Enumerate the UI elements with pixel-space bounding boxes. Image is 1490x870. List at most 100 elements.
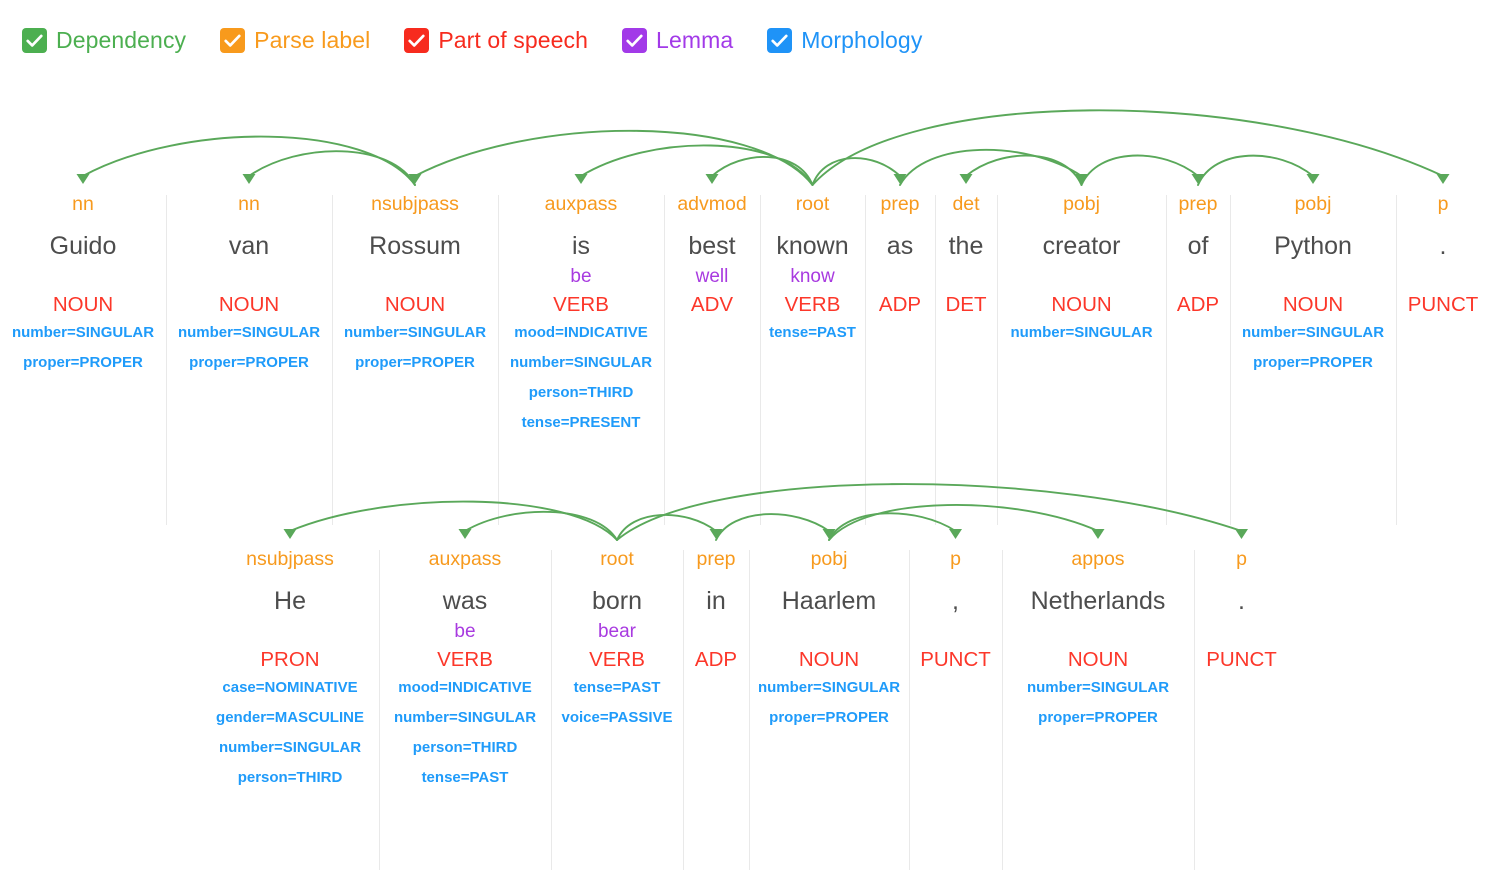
- token-part-of-speech: NOUN: [1067, 648, 1129, 671]
- token-part-of-speech: VERB: [437, 648, 493, 671]
- checkbox-checked-icon[interactable]: [220, 27, 246, 53]
- token-morphology-list: tense=PAST: [769, 325, 856, 355]
- token-word: was: [442, 587, 488, 615]
- token-word: .: [1238, 587, 1245, 615]
- column-divider: [865, 195, 866, 525]
- morphology-feature: person=THIRD: [528, 384, 634, 401]
- morphology-feature: number=SINGULAR: [218, 739, 362, 756]
- morphology-feature: number=SINGULAR: [343, 324, 487, 341]
- token-part-of-speech: PUNCT: [1407, 293, 1479, 316]
- token-word: He: [274, 587, 306, 615]
- token-word: of: [1187, 232, 1209, 260]
- legend-bar: Dependency Parse label Part of speech Lemma…: [22, 22, 922, 58]
- checkbox-checked-icon[interactable]: [404, 27, 430, 53]
- dependency-arrowhead: [574, 174, 588, 184]
- morphology-feature: proper=PROPER: [1253, 354, 1373, 371]
- checkbox-checked-icon[interactable]: [622, 27, 648, 53]
- token-part-of-speech: ADP: [878, 293, 922, 316]
- parse-label: prep: [880, 193, 920, 215]
- legend-item-morphology[interactable]: Morphology: [767, 27, 922, 54]
- parse-label: pobj: [1063, 193, 1100, 215]
- morphology-feature: person=THIRD: [237, 769, 343, 786]
- column-divider: [683, 550, 684, 870]
- token-column[interactable]: p. PUNCT: [1194, 548, 1289, 680]
- checkbox-checked-icon[interactable]: [22, 27, 47, 53]
- token-column[interactable]: p, PUNCT: [909, 549, 1002, 680]
- column-divider: [1166, 195, 1167, 525]
- dependency-arc: [828, 512, 957, 541]
- column-divider: [379, 550, 380, 870]
- token-column[interactable]: p. PUNCT: [1396, 194, 1490, 325]
- token-part-of-speech: NOUN: [384, 293, 446, 316]
- legend-item-lemma[interactable]: Lemma: [622, 27, 733, 54]
- dependency-arc: [1080, 154, 1199, 186]
- token-part-of-speech: NOUN: [218, 293, 280, 316]
- dependency-arrowhead: [1235, 529, 1248, 539]
- legend-item-label: Morphology: [801, 26, 923, 53]
- morphology-feature: voice=PASSIVE: [561, 709, 673, 726]
- dependency-arrowhead: [242, 174, 256, 184]
- dependency-arrowhead: [1075, 174, 1088, 184]
- dependency-arc-layer-2: [283, 483, 1248, 541]
- dependency-arc: [965, 154, 1083, 186]
- dependency-arrowhead: [283, 529, 297, 539]
- token-word: Rossum: [369, 232, 461, 260]
- parse-label: pobj: [1294, 193, 1332, 215]
- dependency-arrowhead: [1436, 174, 1450, 184]
- column-divider: [332, 195, 333, 525]
- legend-item-label: Part of speech: [438, 26, 589, 53]
- morphology-feature: proper=PROPER: [189, 354, 309, 371]
- column-divider: [1230, 195, 1231, 525]
- dependency-arrowhead: [1091, 529, 1105, 539]
- parse-label: p: [1236, 548, 1247, 570]
- token-word: is: [571, 232, 591, 260]
- legend-item-part-of-speech[interactable]: Part of speech: [404, 27, 588, 54]
- token-word: Guido: [49, 232, 117, 260]
- dependency-arrowhead: [408, 174, 422, 184]
- token-word: ,: [952, 587, 959, 615]
- dependency-arc: [616, 483, 1243, 541]
- legend-item-dependency[interactable]: Dependency: [22, 27, 186, 54]
- dependency-arrowhead: [76, 174, 90, 184]
- token-word: van: [228, 232, 270, 260]
- dependency-arc: [811, 157, 901, 186]
- legend-item-parse-label[interactable]: Parse label: [220, 27, 370, 54]
- token-word: creator: [1042, 232, 1121, 260]
- token-part-of-speech: VERB: [784, 293, 841, 316]
- dependency-arrowhead: [893, 174, 907, 184]
- parse-label: auxpass: [544, 193, 618, 215]
- morphology-feature: case=NOMINATIVE: [222, 679, 358, 696]
- dependency-arc: [828, 504, 1099, 541]
- legend-item-label: Lemma: [656, 26, 734, 53]
- token-lemma: know: [790, 266, 835, 287]
- dependency-arrowhead: [1191, 174, 1205, 184]
- dependency-arc: [711, 156, 814, 186]
- column-divider: [1194, 550, 1195, 870]
- checkbox-checked-icon[interactable]: [767, 27, 793, 53]
- token-part-of-speech: ADP: [694, 648, 738, 671]
- column-divider: [166, 195, 167, 525]
